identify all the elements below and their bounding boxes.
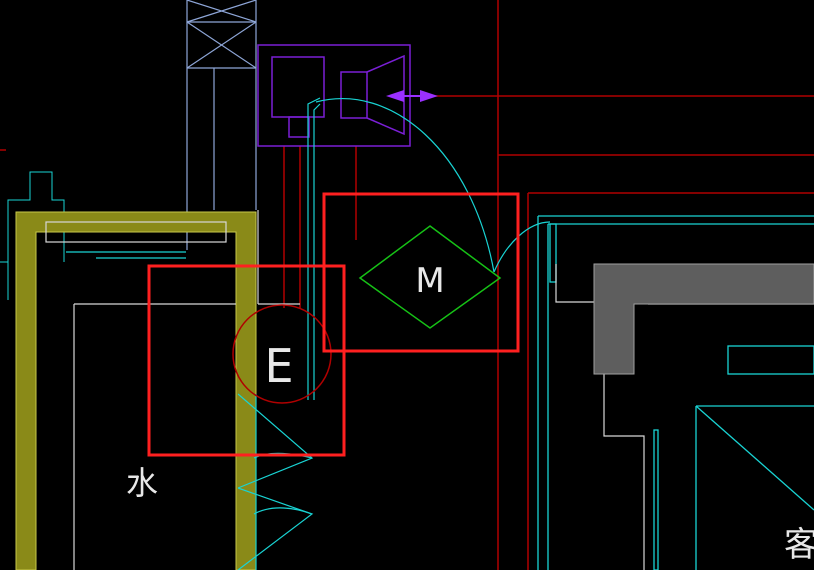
white-wall-outlines xyxy=(45,210,300,570)
flow-arrow xyxy=(386,90,438,102)
motor-diamond: M xyxy=(358,225,502,329)
highlight-boxes xyxy=(147,192,520,457)
cyan-room-right xyxy=(537,215,814,570)
shaft-column xyxy=(186,0,257,250)
cyan-pipes xyxy=(66,97,551,400)
motor-label: M xyxy=(415,261,444,301)
gray-column xyxy=(593,263,814,375)
room-label-partial: 客 xyxy=(784,525,814,565)
yellow-wall xyxy=(15,211,257,570)
water-label: 水 xyxy=(126,464,158,502)
exhaust-label: E xyxy=(264,339,293,393)
cyan-fixture-top-left xyxy=(0,171,65,300)
exhaust-symbol: E xyxy=(232,304,332,404)
highlight-box-motor xyxy=(322,192,520,353)
highlight-box-exhaust xyxy=(147,264,346,457)
